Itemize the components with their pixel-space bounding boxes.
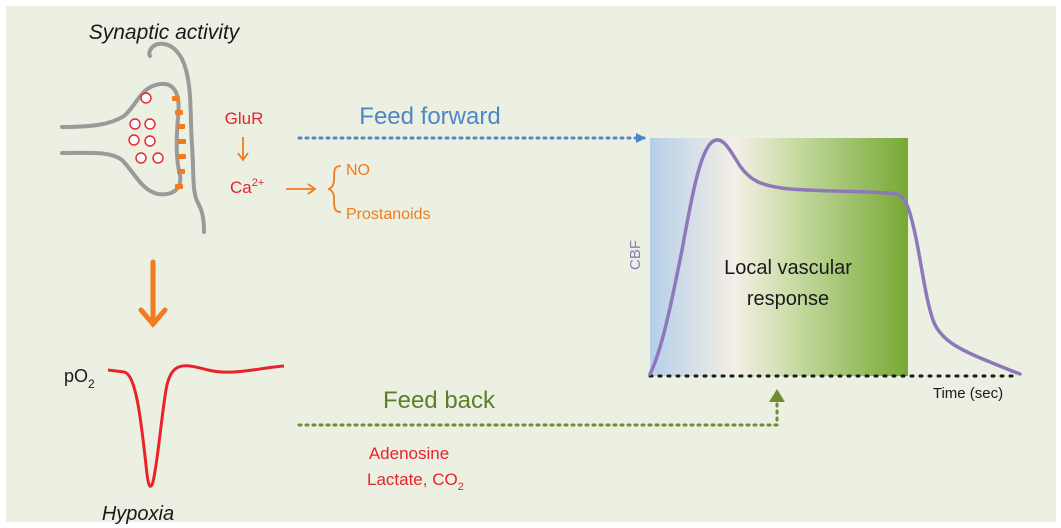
glutamate-receptors <box>172 96 186 189</box>
lactate-co2-label: Lactate, CO2 <box>367 470 464 493</box>
synaptic-activity-title: Synaptic activity <box>89 21 241 44</box>
feed-back-arrow <box>297 396 779 427</box>
calcium-arrow <box>286 183 317 195</box>
po2-label: pO2 <box>64 366 95 391</box>
feed-back-label: Feed back <box>383 387 496 414</box>
cbf-axis-label: CBF <box>627 240 644 270</box>
glur-label: GluR <box>225 109 264 128</box>
vascular-response-background <box>650 138 908 376</box>
po2-curve <box>107 364 285 488</box>
feed-forward-label: Feed forward <box>359 103 500 130</box>
vascular-response-line1: Local vascular <box>724 257 852 279</box>
synapse-to-hypoxia-arrow <box>138 259 168 328</box>
prostanoids-label: Prostanoids <box>346 206 431 223</box>
glur-down-arrow <box>237 137 249 162</box>
no-label: NO <box>346 162 370 179</box>
vascular-response-line2: response <box>747 288 829 310</box>
adenosine-label: Adenosine <box>369 444 449 463</box>
calcium-label: Ca2+ <box>230 177 264 197</box>
mediator-bracket <box>327 165 342 213</box>
synaptic-vesicles <box>128 92 164 164</box>
hypoxia-label: Hypoxia <box>102 503 174 525</box>
cbf-response-curve <box>648 138 1022 376</box>
feed-back-arrowhead <box>769 389 785 402</box>
synapse-illustration <box>60 41 206 234</box>
time-axis-label: Time (sec) <box>933 385 1003 402</box>
